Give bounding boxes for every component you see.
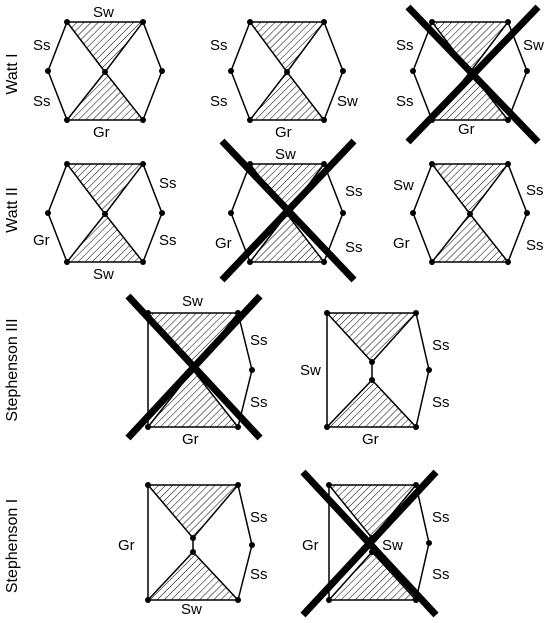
label-ss: Ss [250, 332, 268, 349]
label-ss: Ss [210, 93, 228, 110]
label-ss: Ss [345, 183, 363, 200]
cross-mark [219, 138, 357, 283]
label-ss: Ss [432, 509, 450, 526]
label-gr: Gr [393, 235, 410, 252]
label-ss: Ss [250, 394, 268, 411]
stephenson3-config-1: Sw Ss Ss Gr [125, 293, 268, 448]
watt1-config-2: Ss Ss Sw Gr [210, 19, 358, 141]
label-sw: Sw [300, 362, 321, 379]
label-ss: Ss [159, 175, 177, 192]
stephenson1-config-2: Ss Gr Sw Ss [300, 469, 450, 618]
label-ss: Ss [396, 37, 414, 54]
label-ss: Ss [432, 394, 450, 411]
row-label-watt-1: Watt I [4, 53, 21, 94]
label-gr: Gr [182, 431, 199, 448]
cross-mark [300, 469, 439, 618]
label-sw: Sw [93, 266, 114, 283]
cross-mark [405, 4, 541, 145]
label-ss: Ss [250, 566, 268, 583]
label-ss: Ss [432, 337, 450, 354]
label-ss: Ss [33, 93, 51, 110]
label-ss: Ss [159, 232, 177, 249]
watt2-config-2: Sw Ss Gr Ss [215, 138, 363, 283]
label-ss: Ss [345, 239, 363, 256]
label-gr: Gr [302, 537, 319, 554]
label-gr: Gr [118, 537, 135, 554]
cross-mark [125, 293, 263, 441]
label-ss: Ss [526, 237, 544, 254]
row-label-stephenson-3: Stephenson III [4, 318, 21, 421]
label-ss: Ss [432, 566, 450, 583]
label-ss: Ss [250, 509, 268, 526]
label-sw: Sw [182, 293, 203, 310]
label-ss: Ss [33, 37, 51, 54]
label-gr: Gr [33, 232, 50, 249]
label-sw: Sw [181, 601, 202, 618]
label-gr: Gr [458, 121, 475, 138]
label-sw: Sw [523, 37, 544, 54]
watt2-config-1: Ss Gr Ss Sw [33, 161, 177, 283]
row-label-stephenson-1: Stephenson I [4, 499, 21, 593]
label-ss: Ss [396, 93, 414, 110]
watt1-config-3: Ss Ss Sw Gr [396, 4, 544, 145]
row-label-watt-2: Watt II [4, 187, 21, 233]
watt1-config-1: Sw Ss Ss Gr [33, 4, 165, 141]
stephenson3-config-2: Ss Sw Ss Gr [300, 310, 450, 448]
label-ss: Ss [526, 182, 544, 199]
label-gr: Gr [275, 124, 292, 141]
label-sw: Sw [393, 177, 414, 194]
label-gr: Gr [362, 431, 379, 448]
label-ss: Ss [210, 37, 228, 54]
watt2-config-3: Sw Ss Gr Ss [393, 161, 544, 265]
label-sw: Sw [382, 537, 403, 554]
label-sw: Sw [275, 146, 296, 163]
label-sw: Sw [337, 93, 358, 110]
stephenson1-config-1: Ss Gr Ss Sw [118, 482, 268, 618]
label-gr: Gr [215, 235, 232, 252]
label-sw: Sw [93, 4, 114, 21]
label-gr: Gr [93, 124, 110, 141]
